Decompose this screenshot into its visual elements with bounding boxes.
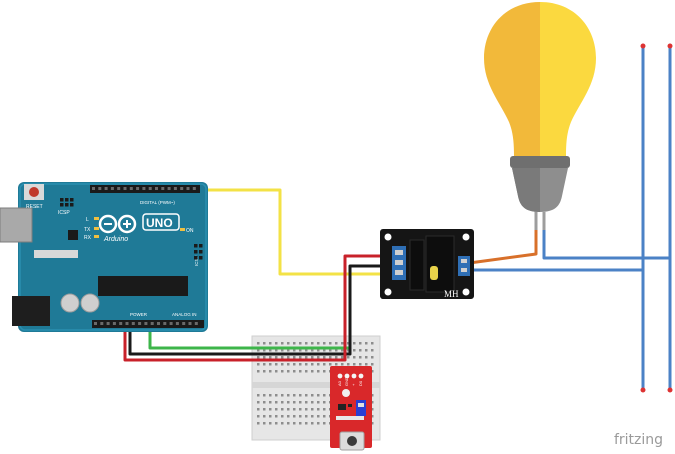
sensor-pin-label: D0 — [358, 380, 363, 386]
relay-brand: MH — [444, 289, 459, 299]
atmega-chip — [98, 276, 188, 296]
arduino-model: UNO — [146, 216, 173, 230]
potentiometer — [356, 400, 366, 416]
analog-label: ANALOG IN — [172, 312, 197, 317]
tx-label: TX — [84, 227, 91, 233]
power-label: POWER — [130, 312, 148, 317]
sensor-pin-label: GND — [344, 377, 349, 386]
l-label: L — [86, 217, 89, 223]
wire-blue-bulb-mains — [542, 230, 670, 260]
digital-label: DIGITAL (PWM~) — [140, 200, 175, 205]
sensor-pin-label: + — [351, 383, 356, 386]
bulb-base-shade — [512, 168, 540, 212]
arduino-uno-board: RESET ICSP DIGITAL (PWM~) Arduino UNO L … — [0, 182, 208, 332]
on-label: ON — [186, 228, 194, 234]
sensor-pin — [358, 373, 364, 379]
bulb-glass-right — [540, 2, 596, 156]
rx-label: RX — [84, 235, 92, 241]
arduino-brand: Arduino — [103, 236, 128, 243]
wire-yellow-signal — [158, 188, 398, 276]
bulb-base-collar — [510, 156, 570, 168]
mains-rails — [640, 43, 673, 393]
reset-button — [29, 187, 39, 197]
icsp2-label: ICSP — [194, 255, 199, 266]
relay-module: MH — [380, 229, 474, 299]
dc-power-jack — [12, 296, 50, 326]
light-bulb — [484, 2, 596, 232]
sensor-pin — [351, 373, 357, 379]
fritzing-watermark: fritzing — [613, 432, 663, 448]
icsp-label: ICSP — [58, 210, 70, 216]
usb-port — [0, 207, 33, 243]
wire-orange-load — [461, 230, 538, 266]
bulb-glass-left — [484, 2, 540, 156]
sensor-pin — [337, 373, 343, 379]
wire-red-vcc — [123, 254, 398, 362]
wire-black-gnd — [128, 264, 398, 356]
sensor-pin — [344, 373, 350, 379]
sensor-pin-label: A0 — [337, 380, 342, 386]
arduino-logo — [98, 214, 137, 234]
reset-label: RESET — [26, 204, 43, 210]
